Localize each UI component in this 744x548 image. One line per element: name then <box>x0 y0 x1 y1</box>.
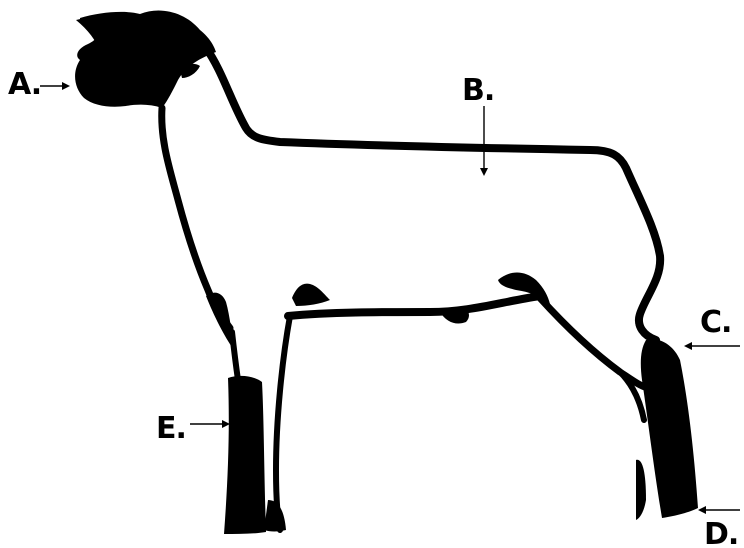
label-d: D. <box>704 517 738 548</box>
arrowhead-c <box>684 342 692 350</box>
callout-b: B. <box>462 73 494 176</box>
lamb-elbow-flap <box>292 284 330 306</box>
callout-d: D. <box>698 506 740 548</box>
label-c: C. <box>700 305 731 340</box>
lamb-hind-leg-near <box>641 339 698 518</box>
arrowhead-d <box>698 506 706 514</box>
lamb-front-leg-far-hoof <box>264 500 286 532</box>
arrowhead-a <box>62 82 70 90</box>
callout-e: E. <box>156 411 230 446</box>
lamb-front-leg-near <box>224 376 266 534</box>
lamb-back-outline <box>206 48 660 340</box>
lamb-silhouette <box>75 11 698 534</box>
lamb-hind-leg-far <box>636 460 646 520</box>
lamb-hind-upper-outline <box>540 298 648 388</box>
lamb-front-leg-far <box>276 316 290 530</box>
callout-c: C. <box>684 305 740 350</box>
label-e: E. <box>156 411 186 446</box>
arrowhead-b <box>480 168 488 176</box>
label-b: B. <box>462 73 494 108</box>
lamb-front-leg-near-upper <box>232 332 238 380</box>
callout-a: A. <box>8 67 70 102</box>
lamb-belly-bump <box>440 310 469 324</box>
lamb-shoulder-mark <box>206 293 234 350</box>
label-a: A. <box>8 67 41 102</box>
